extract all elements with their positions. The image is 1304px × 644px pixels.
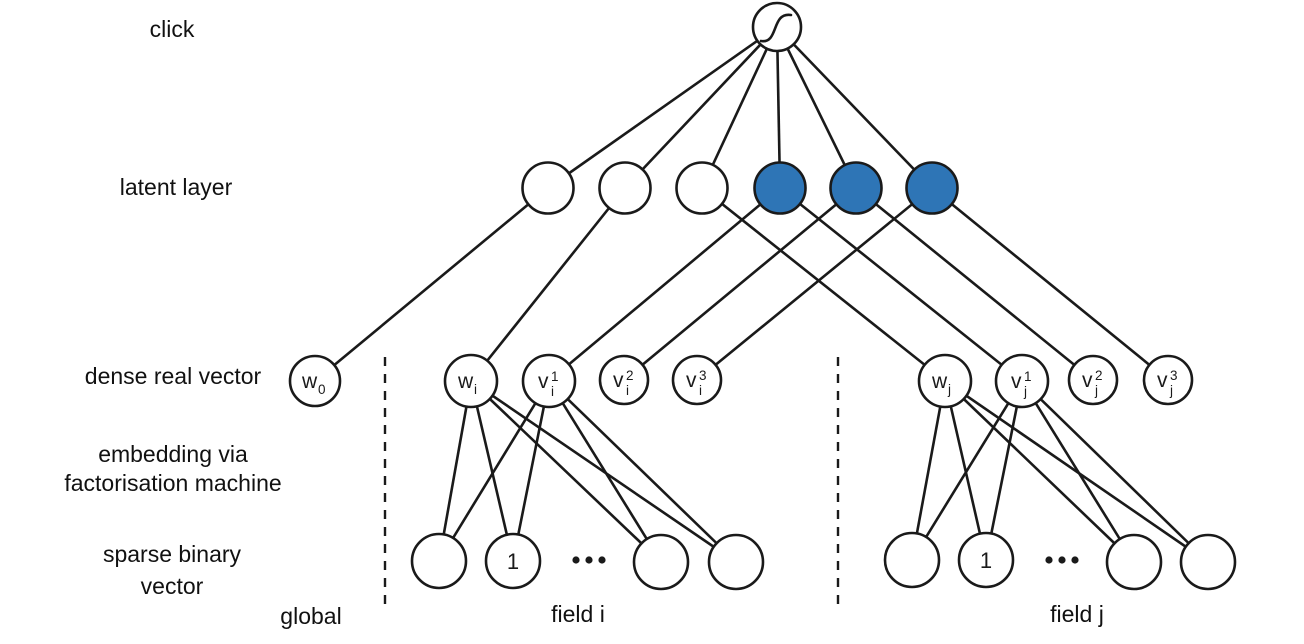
edge-l4-vi1 bbox=[548, 187, 781, 382]
edge-l4-vj1 bbox=[779, 186, 1023, 383]
node-vj3 bbox=[1142, 354, 1194, 406]
node-vi2 bbox=[598, 354, 650, 406]
edge-wi-si1 bbox=[437, 380, 473, 562]
node-vi3 bbox=[671, 354, 723, 406]
edge-vj1-sj2 bbox=[984, 380, 1024, 561]
node-vj2 bbox=[1067, 354, 1119, 406]
label-embedding-line1: embedding via bbox=[98, 441, 248, 467]
node-sj2 bbox=[957, 531, 1015, 589]
edge-output-l3 bbox=[700, 26, 779, 189]
ellipsis-dot bbox=[598, 556, 606, 564]
ellipsis-dot bbox=[572, 556, 580, 564]
label-latent-layer: latent layer bbox=[119, 174, 233, 200]
edge-vj1-sj4 bbox=[1021, 380, 1209, 563]
node-label-sj2: 1 bbox=[980, 548, 992, 573]
edge-output-l5 bbox=[775, 26, 858, 189]
node-label-wj: wj bbox=[931, 370, 951, 397]
edge-wi-si3 bbox=[470, 380, 662, 563]
edge-l6-vi3 bbox=[696, 186, 933, 382]
edge-output-l2 bbox=[624, 26, 778, 189]
edge-l2-wi bbox=[469, 187, 627, 382]
node-l6-latent-blue bbox=[905, 161, 959, 215]
edge-l5-vj2 bbox=[855, 186, 1094, 382]
ellipsis-dot bbox=[1045, 556, 1053, 564]
edge-vi1-si1 bbox=[437, 380, 551, 562]
node-wj bbox=[917, 353, 973, 409]
node-l5-latent-blue bbox=[829, 161, 883, 215]
node-vj1 bbox=[994, 353, 1050, 409]
node-si1 bbox=[410, 532, 468, 590]
label-sparse-binary-line1: sparse binary bbox=[102, 541, 242, 567]
edge-output-l4 bbox=[775, 26, 782, 189]
node-si2 bbox=[484, 532, 542, 590]
node-w0 bbox=[288, 354, 342, 408]
ellipsis-dot bbox=[1058, 556, 1066, 564]
edge-vi1-si3 bbox=[547, 380, 663, 563]
node-label-w0: w0 bbox=[301, 370, 326, 397]
edge-l6-vj3 bbox=[931, 186, 1169, 382]
edge-vj1-sj1 bbox=[910, 380, 1024, 561]
label-global: global bbox=[280, 603, 342, 629]
node-label-wi: wi bbox=[457, 370, 477, 397]
edge-wi-si2 bbox=[469, 380, 515, 562]
label-click: click bbox=[149, 16, 195, 42]
edge-wj-sj3 bbox=[944, 380, 1135, 563]
ellipsis-dot bbox=[1071, 556, 1079, 564]
label-field-i: field i bbox=[551, 601, 605, 627]
node-vi1 bbox=[521, 353, 577, 409]
ellipsis-dot bbox=[585, 556, 593, 564]
edge-l1-w0 bbox=[314, 186, 549, 383]
edge-vi1-si4 bbox=[548, 380, 737, 563]
node-l4-latent-blue bbox=[753, 161, 807, 215]
node-sj3 bbox=[1105, 533, 1163, 591]
edge-output-l6 bbox=[776, 26, 933, 189]
node-l1 bbox=[521, 161, 575, 215]
label-dense-real-vector: dense real vector bbox=[84, 363, 262, 389]
label-embedding-line2: factorisation machine bbox=[64, 470, 282, 496]
node-l3 bbox=[675, 161, 729, 215]
edge-l5-vi2 bbox=[623, 186, 857, 382]
node-sj4 bbox=[1179, 533, 1237, 591]
edge-vj1-sj3 bbox=[1020, 380, 1136, 563]
node-wi bbox=[443, 353, 499, 409]
node-l2 bbox=[598, 161, 652, 215]
edge-vi1-si2 bbox=[511, 380, 551, 562]
label-field-j: field j bbox=[1050, 601, 1104, 627]
label-sparse-binary-line2: vector bbox=[140, 573, 204, 599]
node-si3 bbox=[632, 533, 690, 591]
node-label-si2: 1 bbox=[507, 549, 519, 574]
node-sj1 bbox=[883, 531, 941, 589]
edge-output-l1 bbox=[547, 25, 778, 190]
node-si4 bbox=[707, 533, 765, 591]
edge-wj-sj1 bbox=[910, 380, 947, 561]
sigmoid-curve-icon bbox=[759, 13, 793, 43]
